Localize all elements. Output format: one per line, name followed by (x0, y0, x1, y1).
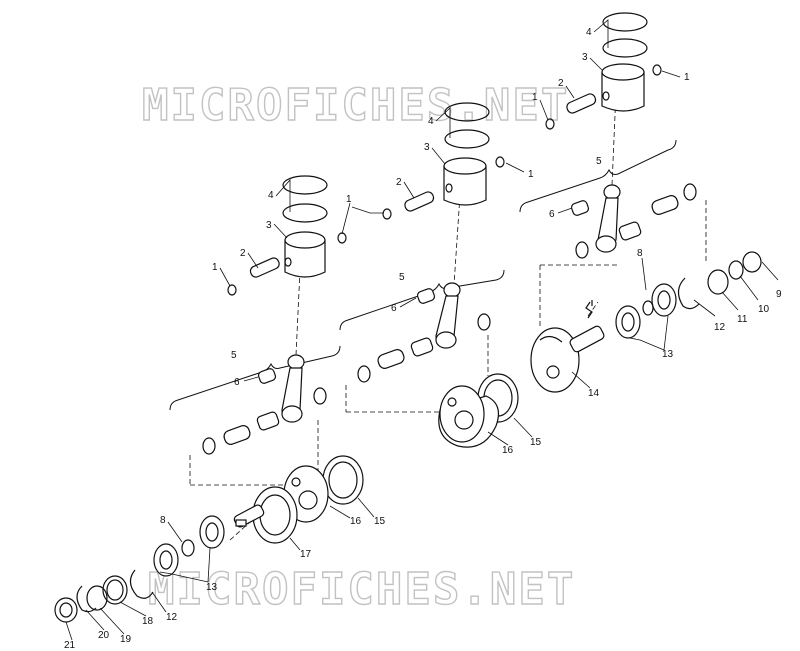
callout-5: 5 (231, 350, 237, 361)
conrod-left (202, 354, 327, 455)
brace-group-5 (169, 139, 677, 411)
callout-9: 9 (776, 289, 782, 300)
callout-18: 18 (142, 616, 154, 627)
callout-6: 6 (391, 303, 397, 314)
callout-6: 6 (234, 377, 240, 388)
callout-5: 5 (596, 156, 602, 167)
conrod-middle (357, 282, 491, 383)
callout-2: 2 (558, 78, 564, 89)
crankshaft (233, 325, 605, 544)
circlip-icon (337, 232, 347, 244)
piston-pin-icon (404, 191, 435, 212)
piston-ring-icon (282, 203, 328, 223)
callout-4: 4 (268, 190, 274, 201)
callout-12: 12 (714, 322, 726, 333)
piston-right (545, 12, 662, 130)
callout-14: 14 (588, 388, 600, 399)
callout-1: 1 (532, 92, 538, 103)
circlip-icon (382, 208, 392, 220)
callout-2: 2 (240, 248, 246, 259)
callout-6: 6 (549, 209, 555, 220)
callout-15: 15 (374, 516, 386, 527)
callout-8: 8 (160, 515, 166, 526)
piston-pin-icon (566, 93, 597, 114)
watermark-top: MICROFICHES.NET (142, 80, 569, 131)
main-bearing-icon (615, 305, 641, 339)
piston-left (227, 175, 347, 296)
leader-lines (65, 19, 779, 641)
callout-3: 3 (266, 220, 272, 231)
needle-bearing-icon (570, 200, 590, 216)
right-end-parts (585, 251, 762, 339)
callout-3: 3 (424, 142, 430, 153)
callout-2: 2 (396, 177, 402, 188)
callout-1: 1 (212, 262, 218, 273)
piston-ring-icon (444, 129, 490, 149)
needle-bearing-icon (410, 337, 434, 357)
piston-ring-icon (602, 12, 648, 32)
alignment-lines (189, 91, 707, 541)
callout-17: 17 (300, 549, 312, 560)
callout-1: 1 (684, 72, 690, 83)
callout-labels: 1 2 3 4 1 2 3 4 1 1 2 3 4 1 5 5 5 6 6 6 … (64, 27, 782, 651)
conrod-right (570, 183, 697, 259)
callout-10: 10 (758, 304, 770, 315)
piston-pin-icon (249, 257, 280, 278)
callout-5: 5 (399, 272, 405, 283)
needle-bearing-icon (618, 221, 642, 241)
circlip-icon (495, 156, 505, 168)
callout-4: 4 (428, 116, 434, 127)
callout-19: 19 (120, 634, 132, 645)
callout-16: 16 (350, 516, 362, 527)
callout-8: 8 (637, 248, 643, 259)
needle-bearing-icon (256, 411, 280, 431)
callout-4: 4 (586, 27, 592, 38)
piston-ring-icon (444, 102, 490, 122)
callout-1: 1 (346, 194, 352, 205)
callout-16: 16 (502, 445, 514, 456)
callout-20: 20 (98, 630, 110, 641)
needle-bearing-icon (257, 368, 277, 384)
piston-ring-icon (602, 38, 648, 58)
circlip-icon (545, 118, 555, 130)
left-end-parts (54, 515, 225, 623)
callout-12: 12 (166, 612, 178, 623)
callout-3: 3 (582, 52, 588, 63)
callout-1: 1 (528, 169, 534, 180)
piston-middle (382, 102, 505, 220)
circlip-icon (227, 284, 237, 296)
callout-11: 11 (737, 314, 748, 325)
callout-15: 15 (530, 437, 542, 448)
callout-13: 13 (206, 582, 218, 593)
callout-13: 13 (662, 349, 674, 360)
main-bearing-icon (199, 515, 225, 549)
needle-bearing-icon (416, 288, 436, 304)
piston-ring-icon (282, 175, 328, 195)
circlip-icon (652, 64, 662, 76)
watermark-bottom: MICROFICHES.NET (148, 564, 575, 615)
callout-21: 21 (64, 640, 76, 651)
